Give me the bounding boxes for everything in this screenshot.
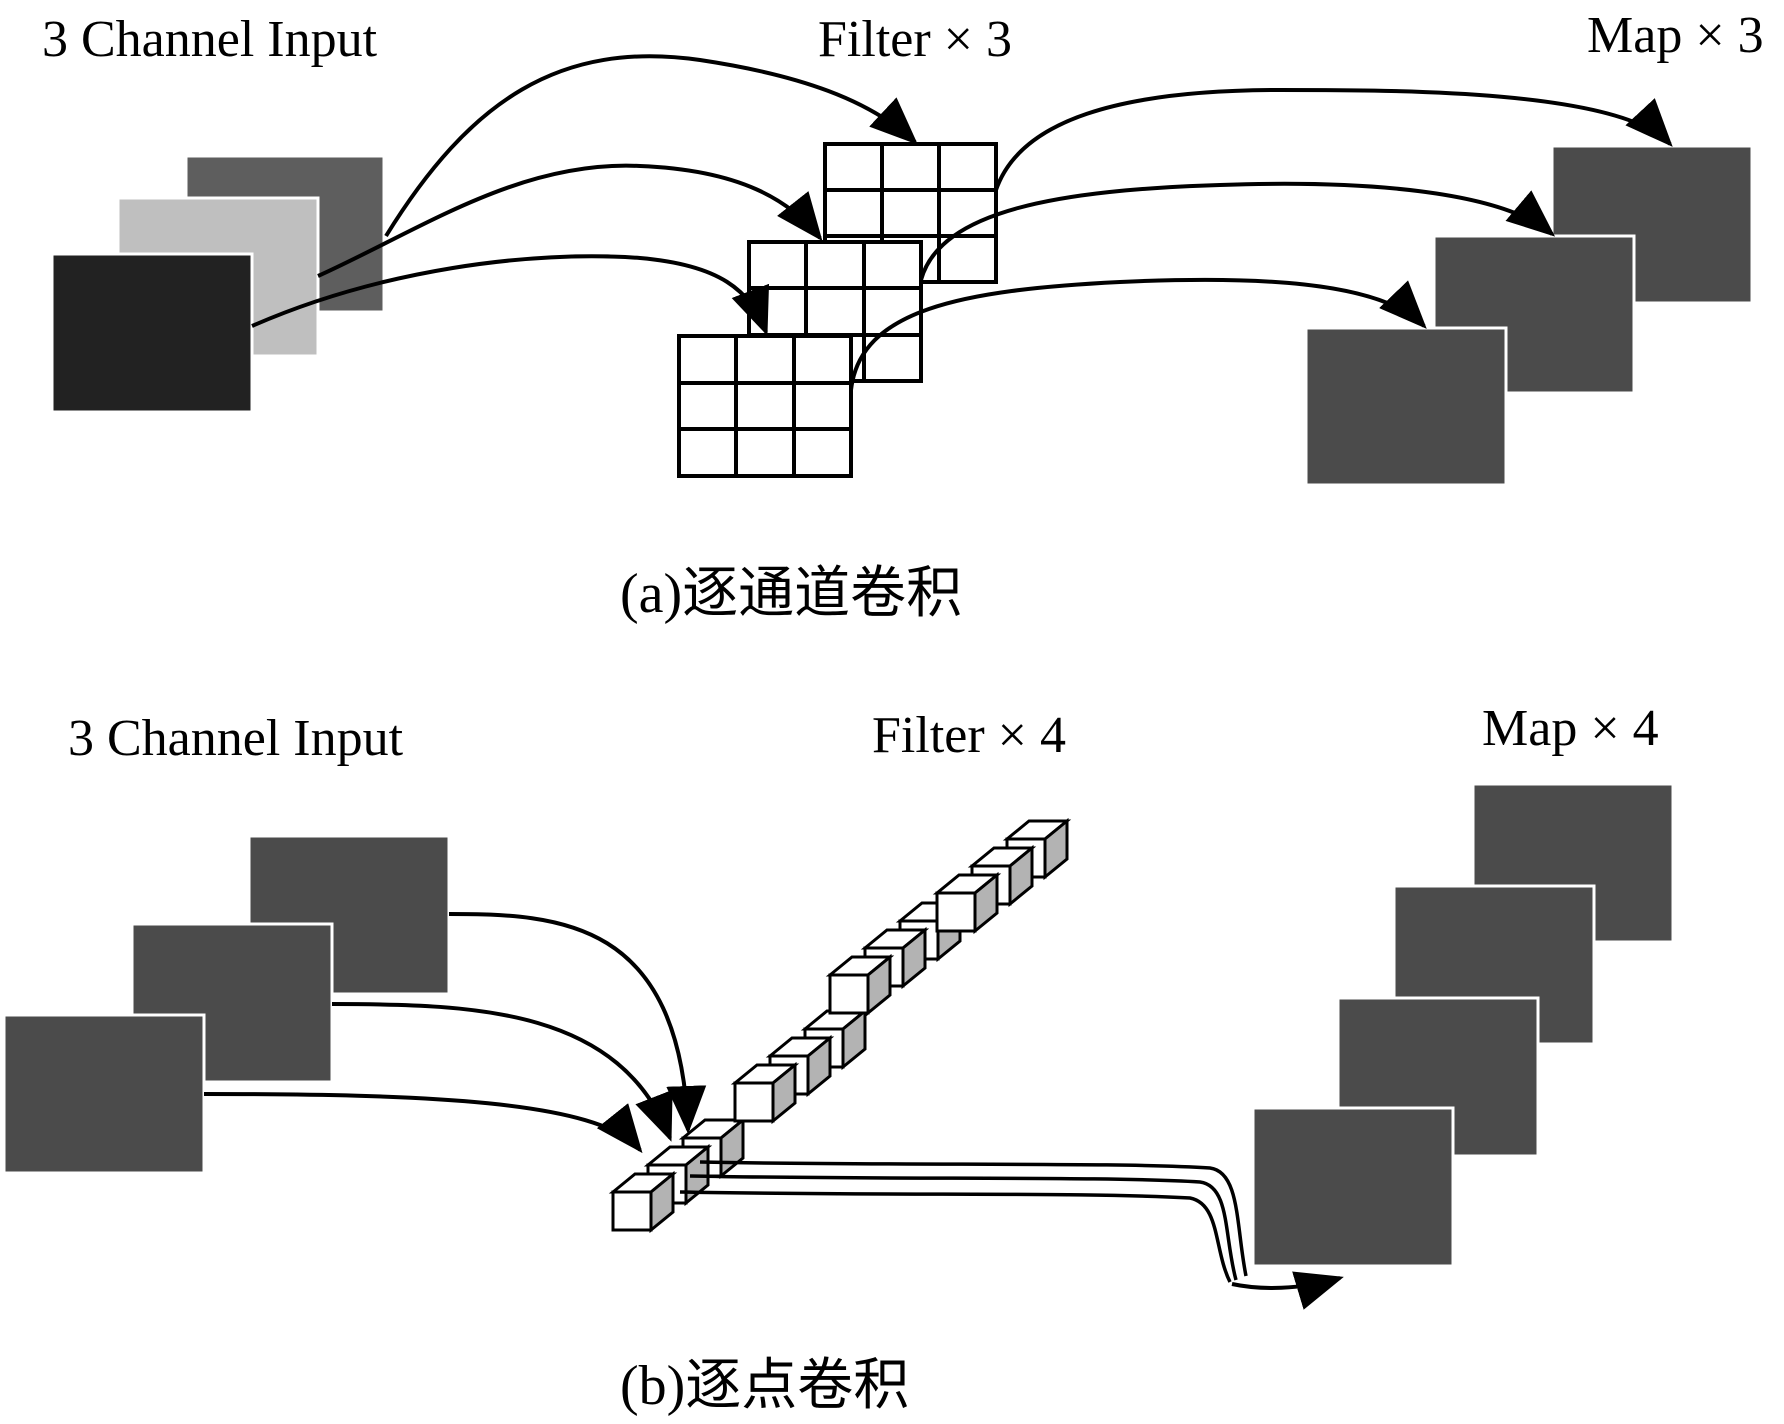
panel-b-filters [608,817,1072,1234]
output-map-1 [1304,326,1508,487]
panel-a-filter-label: Filter × 3 [818,11,1012,68]
pointwise-filter-2 [730,1007,870,1125]
input-channel-1 [2,1013,206,1175]
panel-a-input-label: 3 Channel Input [42,11,378,68]
panel-a: 3 Channel Input Filter × 3 Map × 3 [42,7,1764,625]
arrow-channel-1-to-filter [203,1092,643,1154]
panel-b: 3 Channel Input Filter × 4 Map × 4 [2,700,1675,1417]
arrow-channel-2-to-filter [331,1002,673,1142]
arrow-filter-to-map-3 [994,87,1673,191]
flow-arrow-to-map [1231,1271,1344,1310]
panel-b-input-channels [2,834,451,1175]
panel-b-output-maps [1251,782,1675,1268]
flow-line-1 [699,1160,1248,1277]
panel-a-filters [677,142,998,478]
panel-a-input-channels [50,154,386,414]
arrow-channel-3-to-filter [448,912,707,1134]
filter-grid-1 [677,334,853,478]
panel-b-input-arrows [203,912,707,1154]
panel-a-map-label: Map × 3 [1587,7,1764,64]
cube-front [828,973,870,1015]
arrow-channel-to-filter-2 [317,163,823,278]
panel-a-output-maps [1304,144,1754,487]
panel-b-filter-label: Filter × 4 [872,707,1066,764]
output-map-1 [1251,1106,1455,1268]
panel-b-map-label: Map × 4 [1482,700,1659,757]
pointwise-filter-4 [932,817,1072,935]
arrow-filter-to-map-1 [849,277,1427,391]
panel-a-arrows [251,54,1673,391]
flow-line-3 [679,1190,1232,1283]
panel-b-output-flow [679,1160,1344,1310]
cube-front [733,1081,775,1123]
input-channel-1 [50,252,254,414]
arrow-filter-to-map-2 [919,181,1556,281]
arrow-channel-to-filter-3 [384,54,918,238]
cube-front [611,1190,653,1232]
panel-b-input-label: 3 Channel Input [68,710,404,767]
cube-front [935,891,977,933]
arrow-channel-to-filter-1 [251,254,770,336]
flow-line-2 [689,1174,1238,1281]
panel-b-caption: (b)逐点卷积 [620,1355,909,1417]
panel-a-caption: (a)逐通道卷积 [620,563,962,625]
